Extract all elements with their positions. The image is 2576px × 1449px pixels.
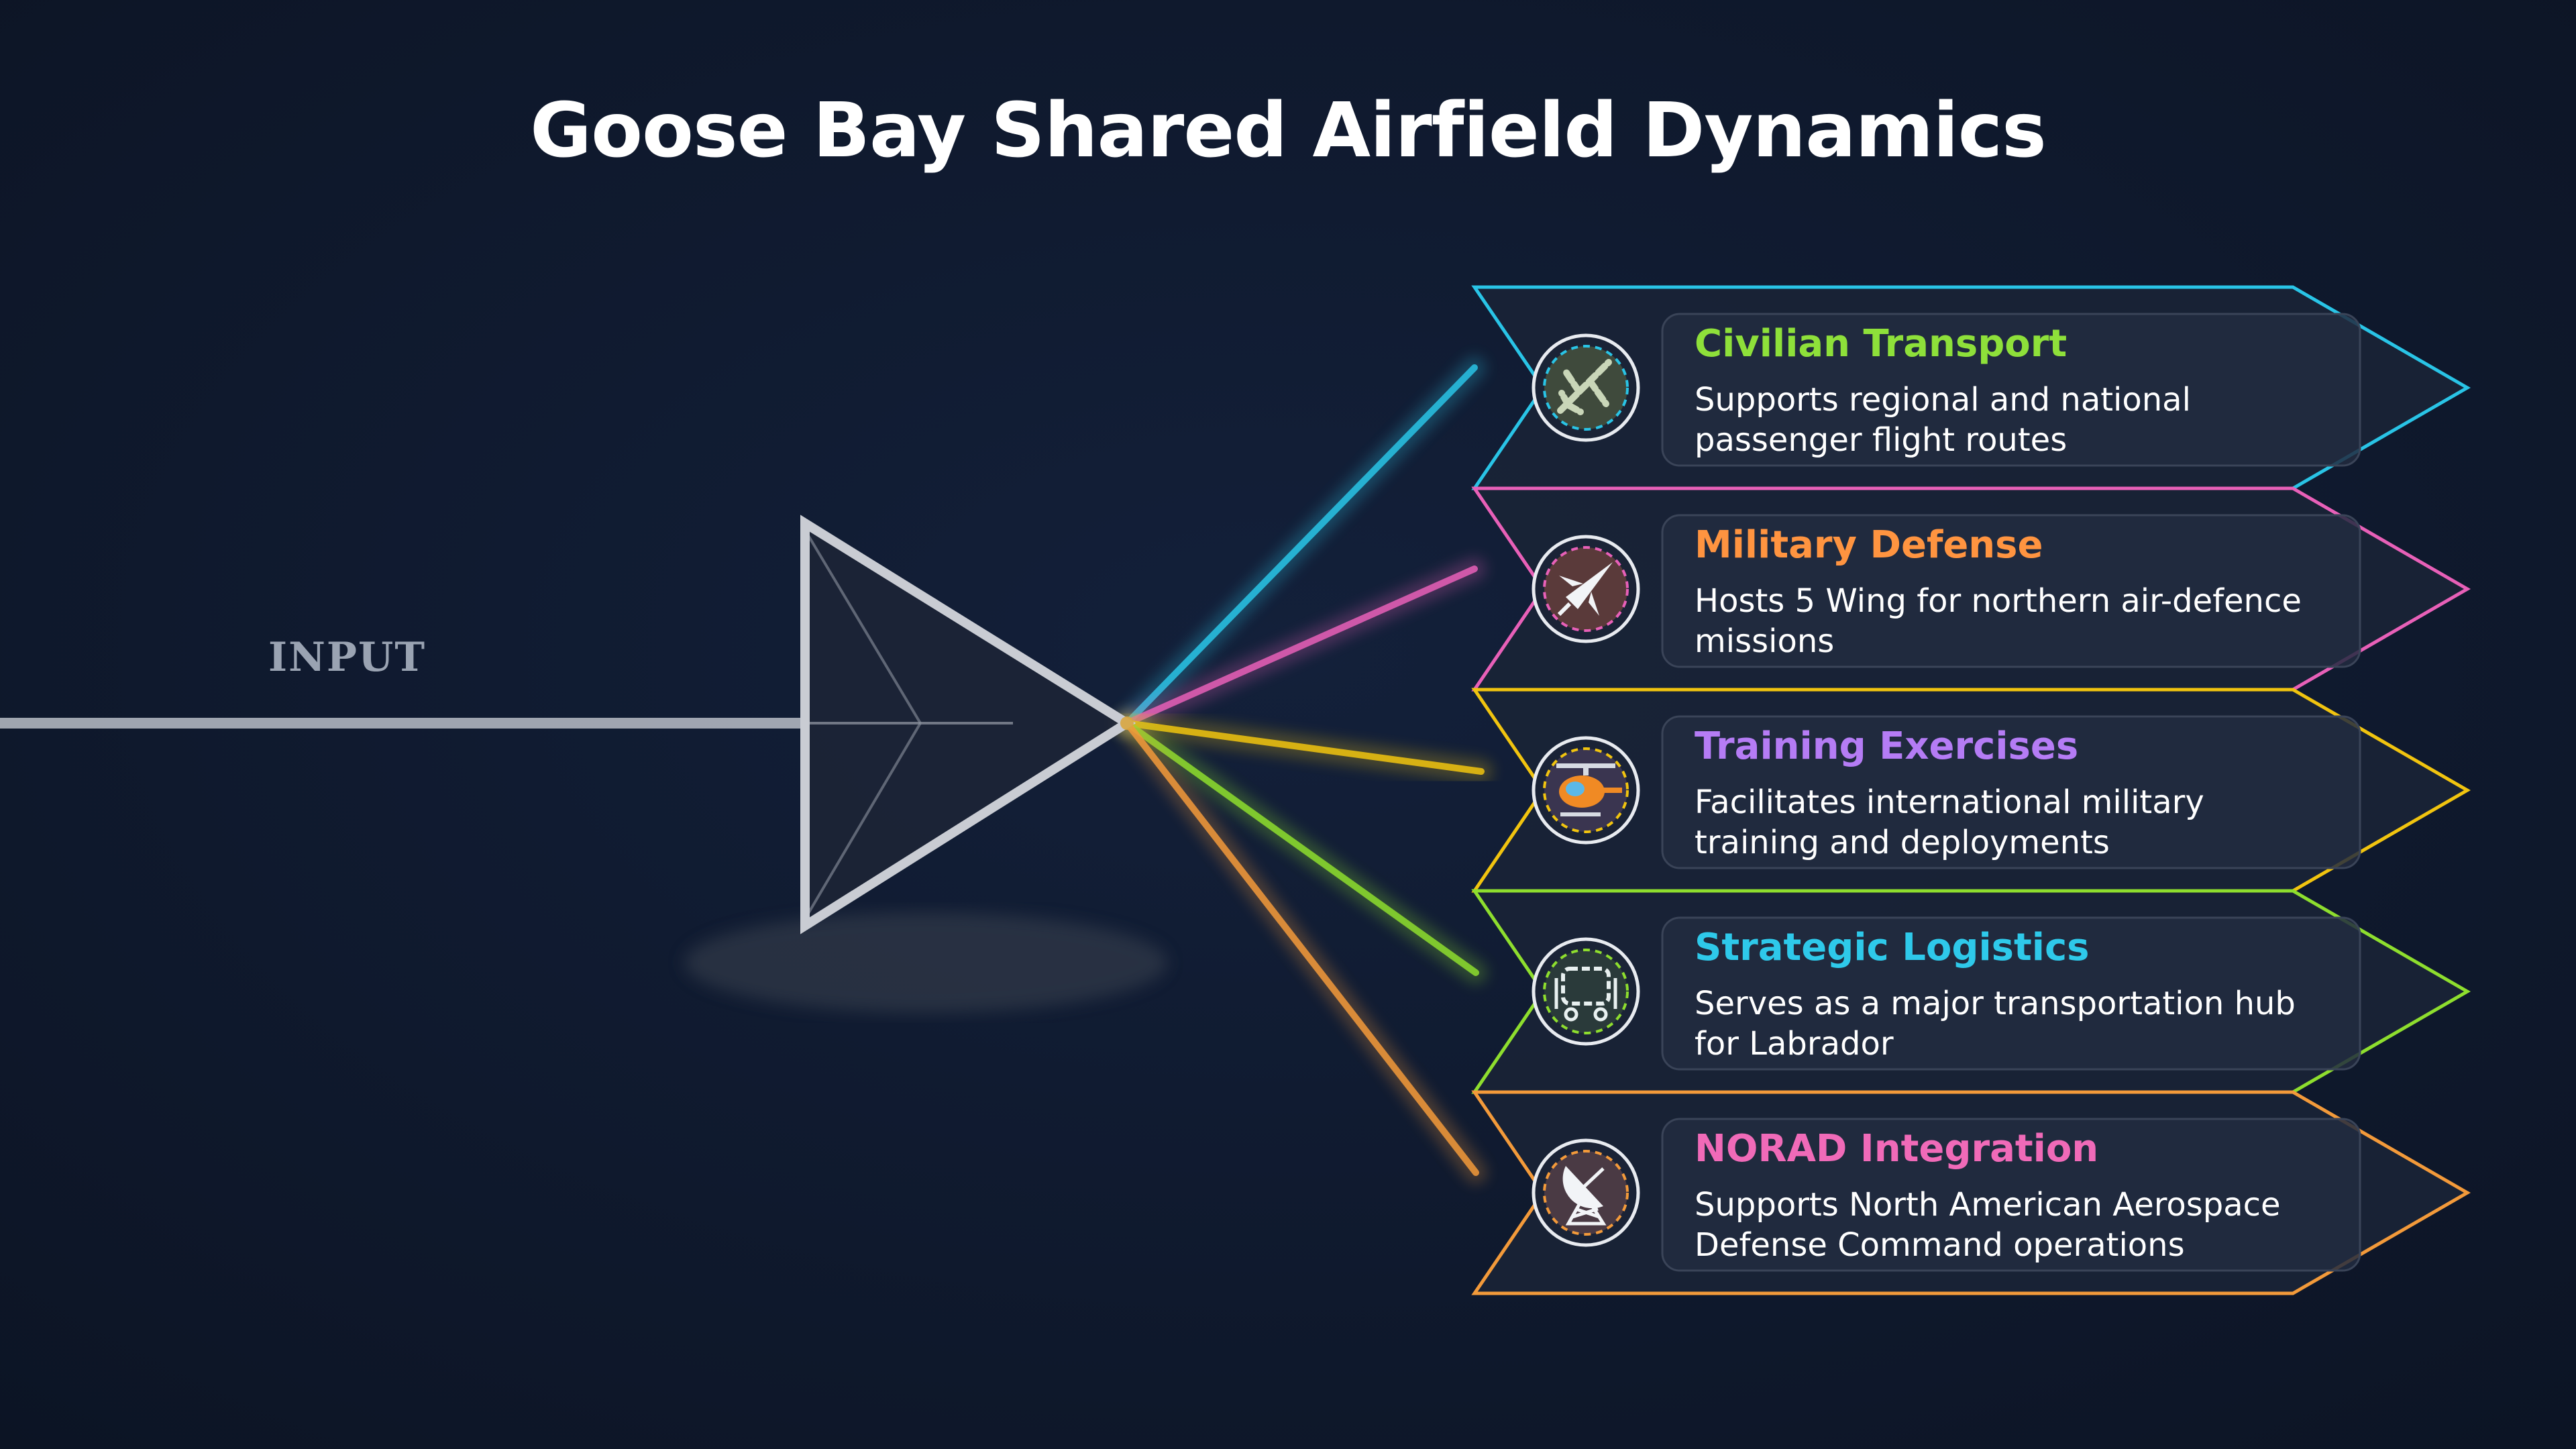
- output-ray: [1124, 720, 1479, 1176]
- output-ray: [1124, 364, 1478, 727]
- output-card-training-exercises: Training Exercises Facilitates internati…: [1670, 719, 2355, 868]
- output-card-panel: [1662, 918, 2360, 1069]
- prism-facet-lower: [804, 722, 922, 920]
- output-title: Military Defense: [1695, 523, 2043, 567]
- radar-dish-icon: [1532, 1138, 1640, 1247]
- output-card-strategic-logistics: Strategic Logistics Serves as a major tr…: [1670, 920, 2355, 1069]
- output-title: Civilian Transport: [1695, 322, 2068, 366]
- output-description: Supports North American Aerospace Defens…: [1695, 1186, 2281, 1264]
- output-card-border: [1661, 916, 2361, 1071]
- output-ray: [1124, 720, 1485, 775]
- helicopter-icon: [1532, 736, 1640, 845]
- output-card-panel: [1662, 1119, 2360, 1271]
- output-title: Strategic Logistics: [1695, 926, 2090, 969]
- prism-exit-point: [1120, 716, 1134, 730]
- output-banners: [1471, 285, 2471, 1295]
- output-description: Serves as a major transportation hub for…: [1695, 985, 2296, 1063]
- output-description: Hosts 5 Wing for northern air-defence mi…: [1695, 582, 2302, 660]
- output-description: Facilitates international military train…: [1695, 784, 2204, 861]
- output-card-panel: [1662, 716, 2360, 868]
- output-icons: [1532, 333, 1640, 1247]
- prism-facet-upper: [804, 529, 922, 724]
- output-ray: [1124, 720, 1479, 976]
- output-card-military-defense: Military Defense Hosts 5 Wing for northe…: [1670, 518, 2355, 667]
- output-title: Training Exercises: [1695, 724, 2079, 768]
- fighter-jet-icon: [1532, 535, 1640, 643]
- prism-shadow: [684, 912, 1167, 1013]
- cargo-icon: [1532, 937, 1640, 1046]
- output-title: NORAD Integration: [1695, 1127, 2099, 1171]
- page-title: Goose Bay Shared Airfield Dynamics: [530, 87, 2047, 174]
- output-card-panel: [1662, 314, 2360, 466]
- output-rays: [1116, 356, 1493, 1184]
- output-card-norad-integration: NORAD Integration Supports North America…: [1670, 1122, 2355, 1271]
- output-card-border: [1661, 313, 2361, 467]
- airplane-icon: [1532, 333, 1640, 442]
- input-label: INPUT: [268, 634, 426, 681]
- output-card-border: [1661, 715, 2361, 869]
- output-description: Supports regional and national passenger…: [1695, 381, 2191, 459]
- output-card-civilian-transport: Civilian Transport Supports regional and…: [1670, 317, 2355, 466]
- output-card-panel: [1662, 515, 2360, 667]
- prism-outline: [800, 515, 1136, 934]
- output-card-border: [1661, 514, 2361, 668]
- output-card-border: [1661, 1118, 2361, 1272]
- output-ray: [1124, 566, 1478, 727]
